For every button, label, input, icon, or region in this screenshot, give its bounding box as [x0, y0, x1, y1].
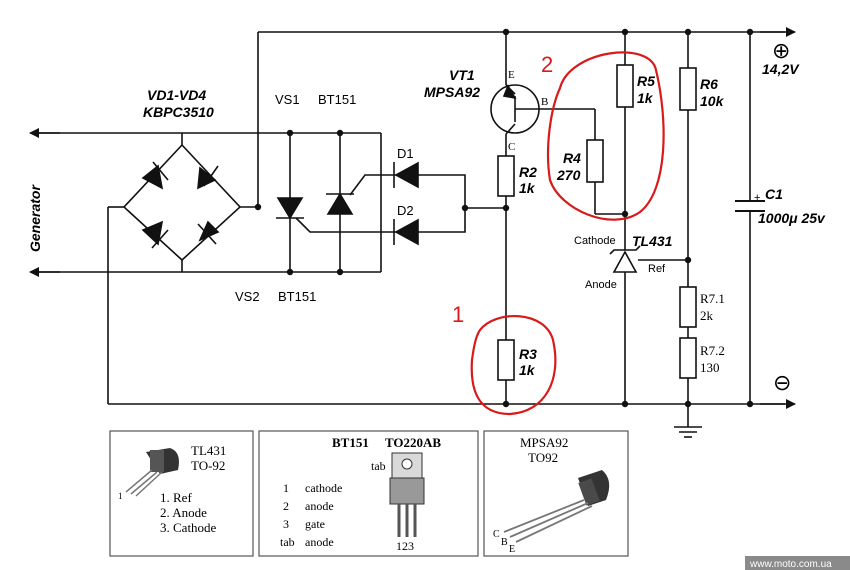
- tl431-symbol: [609, 245, 641, 273]
- c1-ref: C1: [765, 186, 783, 202]
- tl431-anode-label: Anode: [585, 279, 617, 291]
- r2-ref: R2: [519, 164, 537, 180]
- d1-ref: D1: [397, 146, 414, 161]
- bt151-pinout-title: BT151: [332, 435, 369, 450]
- r71-val: 2k: [700, 308, 714, 323]
- resistors: [497, 64, 697, 381]
- bt151-pin-num-tab: tab: [280, 535, 295, 549]
- svg-text:www.moto.com.ua: www.moto.com.ua: [749, 559, 832, 570]
- r72-ref: R7.2: [700, 343, 725, 358]
- mpsa92-leg-e: E: [509, 544, 515, 555]
- pinout-mpsa92-panel: MPSA92 TO92 C B E: [483, 430, 629, 557]
- diode-d2: [393, 218, 419, 246]
- r4-val: 270: [556, 167, 581, 183]
- annotation-mark-1: 1: [452, 302, 464, 327]
- to220-package-icon: [389, 452, 425, 537]
- pinout-tl431-panel: TL431 TO-92 1 1. Ref 2. Anode 3. Cathode: [109, 430, 254, 557]
- supply-voltage: 14,2V: [762, 61, 800, 77]
- pinout-bt151-panel: BT151 TO220AB tab 123 1 cathode 2 anode …: [258, 430, 479, 557]
- r71-ref: R7.1: [700, 291, 725, 306]
- r3-val: 1k: [519, 362, 536, 378]
- resistor-r7-2: [679, 337, 697, 379]
- mpsa92-leg-c: C: [493, 529, 500, 540]
- bt151-pin-name-tab: anode: [305, 535, 334, 549]
- scr-vs2: [276, 197, 304, 220]
- r6-val: 10k: [700, 93, 725, 109]
- transistor-vt1: [490, 84, 540, 134]
- annotation-loops: [470, 51, 665, 416]
- tl431-pinout-package: TO-92: [191, 458, 225, 473]
- bt151-pin-name-3: gate: [305, 517, 325, 531]
- mpsa92-leg-b: B: [501, 537, 508, 548]
- scr-vs1: [326, 192, 354, 215]
- r6-ref: R6: [700, 76, 718, 92]
- bt151-pin-name-1: cathode: [305, 481, 342, 495]
- vt1-e-label: E: [508, 69, 515, 81]
- resistor-r7-1: [679, 286, 697, 328]
- bt151-pinout-package: TO220AB: [385, 435, 441, 450]
- watermark: www.moto.com.ua: [745, 556, 850, 570]
- vt1-ref: VT1: [449, 67, 475, 83]
- r5-ref: R5: [637, 73, 655, 89]
- junction-dots: [254, 28, 754, 408]
- r5-val: 1k: [637, 90, 654, 106]
- bt151-tab-label: tab: [371, 459, 386, 473]
- bt151-legs-label: 123: [396, 539, 414, 553]
- resistor-r3: [497, 339, 515, 381]
- resistor-r5: [616, 64, 634, 108]
- bridge-ref: VD1-VD4: [147, 87, 206, 103]
- d2-ref: D2: [397, 203, 414, 218]
- terminal-arrows: [29, 27, 796, 409]
- to92-package-icon: [125, 448, 179, 497]
- bt151-pin-name-2: anode: [305, 499, 334, 513]
- tl431-pinout-title: TL431: [191, 443, 226, 458]
- tl431-pin-2: 2. Anode: [160, 505, 207, 520]
- vt1-b-label: B: [541, 96, 548, 108]
- mpsa92-pinout-title: MPSA92: [520, 435, 568, 450]
- vt1-c-label: C: [508, 141, 515, 153]
- c1-val: 1000μ 25v: [758, 210, 826, 226]
- generator-label: Generator: [27, 184, 43, 252]
- tl431-cathode-label: Cathode: [574, 235, 616, 247]
- bt151-pin-num-1: 1: [283, 481, 289, 495]
- r3-ref: R3: [519, 346, 537, 362]
- tl431-ref-pin-label: Ref: [648, 263, 666, 275]
- plus-terminal-icon: ⊕: [772, 38, 790, 63]
- mpsa92-pinout-package: TO92: [528, 450, 558, 465]
- tl431-pin-lead: 1: [118, 491, 123, 501]
- tl431-pin-1: 1. Ref: [160, 490, 192, 505]
- vs2-part: BT151: [278, 289, 316, 304]
- tl431-ref: TL431: [632, 233, 673, 249]
- c1-plus-sign: +: [754, 192, 760, 204]
- vs2-ref: VS2: [235, 289, 260, 304]
- bt151-pin-num-2: 2: [283, 499, 289, 513]
- bridge-part: KBPC3510: [143, 104, 214, 120]
- tl431-pin-3: 3. Cathode: [160, 520, 217, 535]
- diode-bridge: [122, 143, 242, 262]
- r2-val: 1k: [519, 180, 536, 196]
- r4-ref: R4: [563, 150, 581, 166]
- vs1-ref: VS1: [275, 92, 300, 107]
- vt1-part: MPSA92: [424, 84, 480, 100]
- vs1-part: BT151: [318, 92, 356, 107]
- resistor-r6: [679, 67, 697, 111]
- bt151-pin-num-3: 3: [283, 517, 289, 531]
- diode-d1: [393, 161, 419, 189]
- to92-transistor-icon: [503, 470, 610, 543]
- capacitor-c1: [735, 200, 765, 212]
- annotation-mark-2: 2: [541, 52, 553, 77]
- resistor-r2: [497, 155, 515, 197]
- r72-val: 130: [700, 360, 720, 375]
- resistor-r4: [586, 139, 604, 183]
- minus-terminal-icon: ⊖: [773, 370, 791, 395]
